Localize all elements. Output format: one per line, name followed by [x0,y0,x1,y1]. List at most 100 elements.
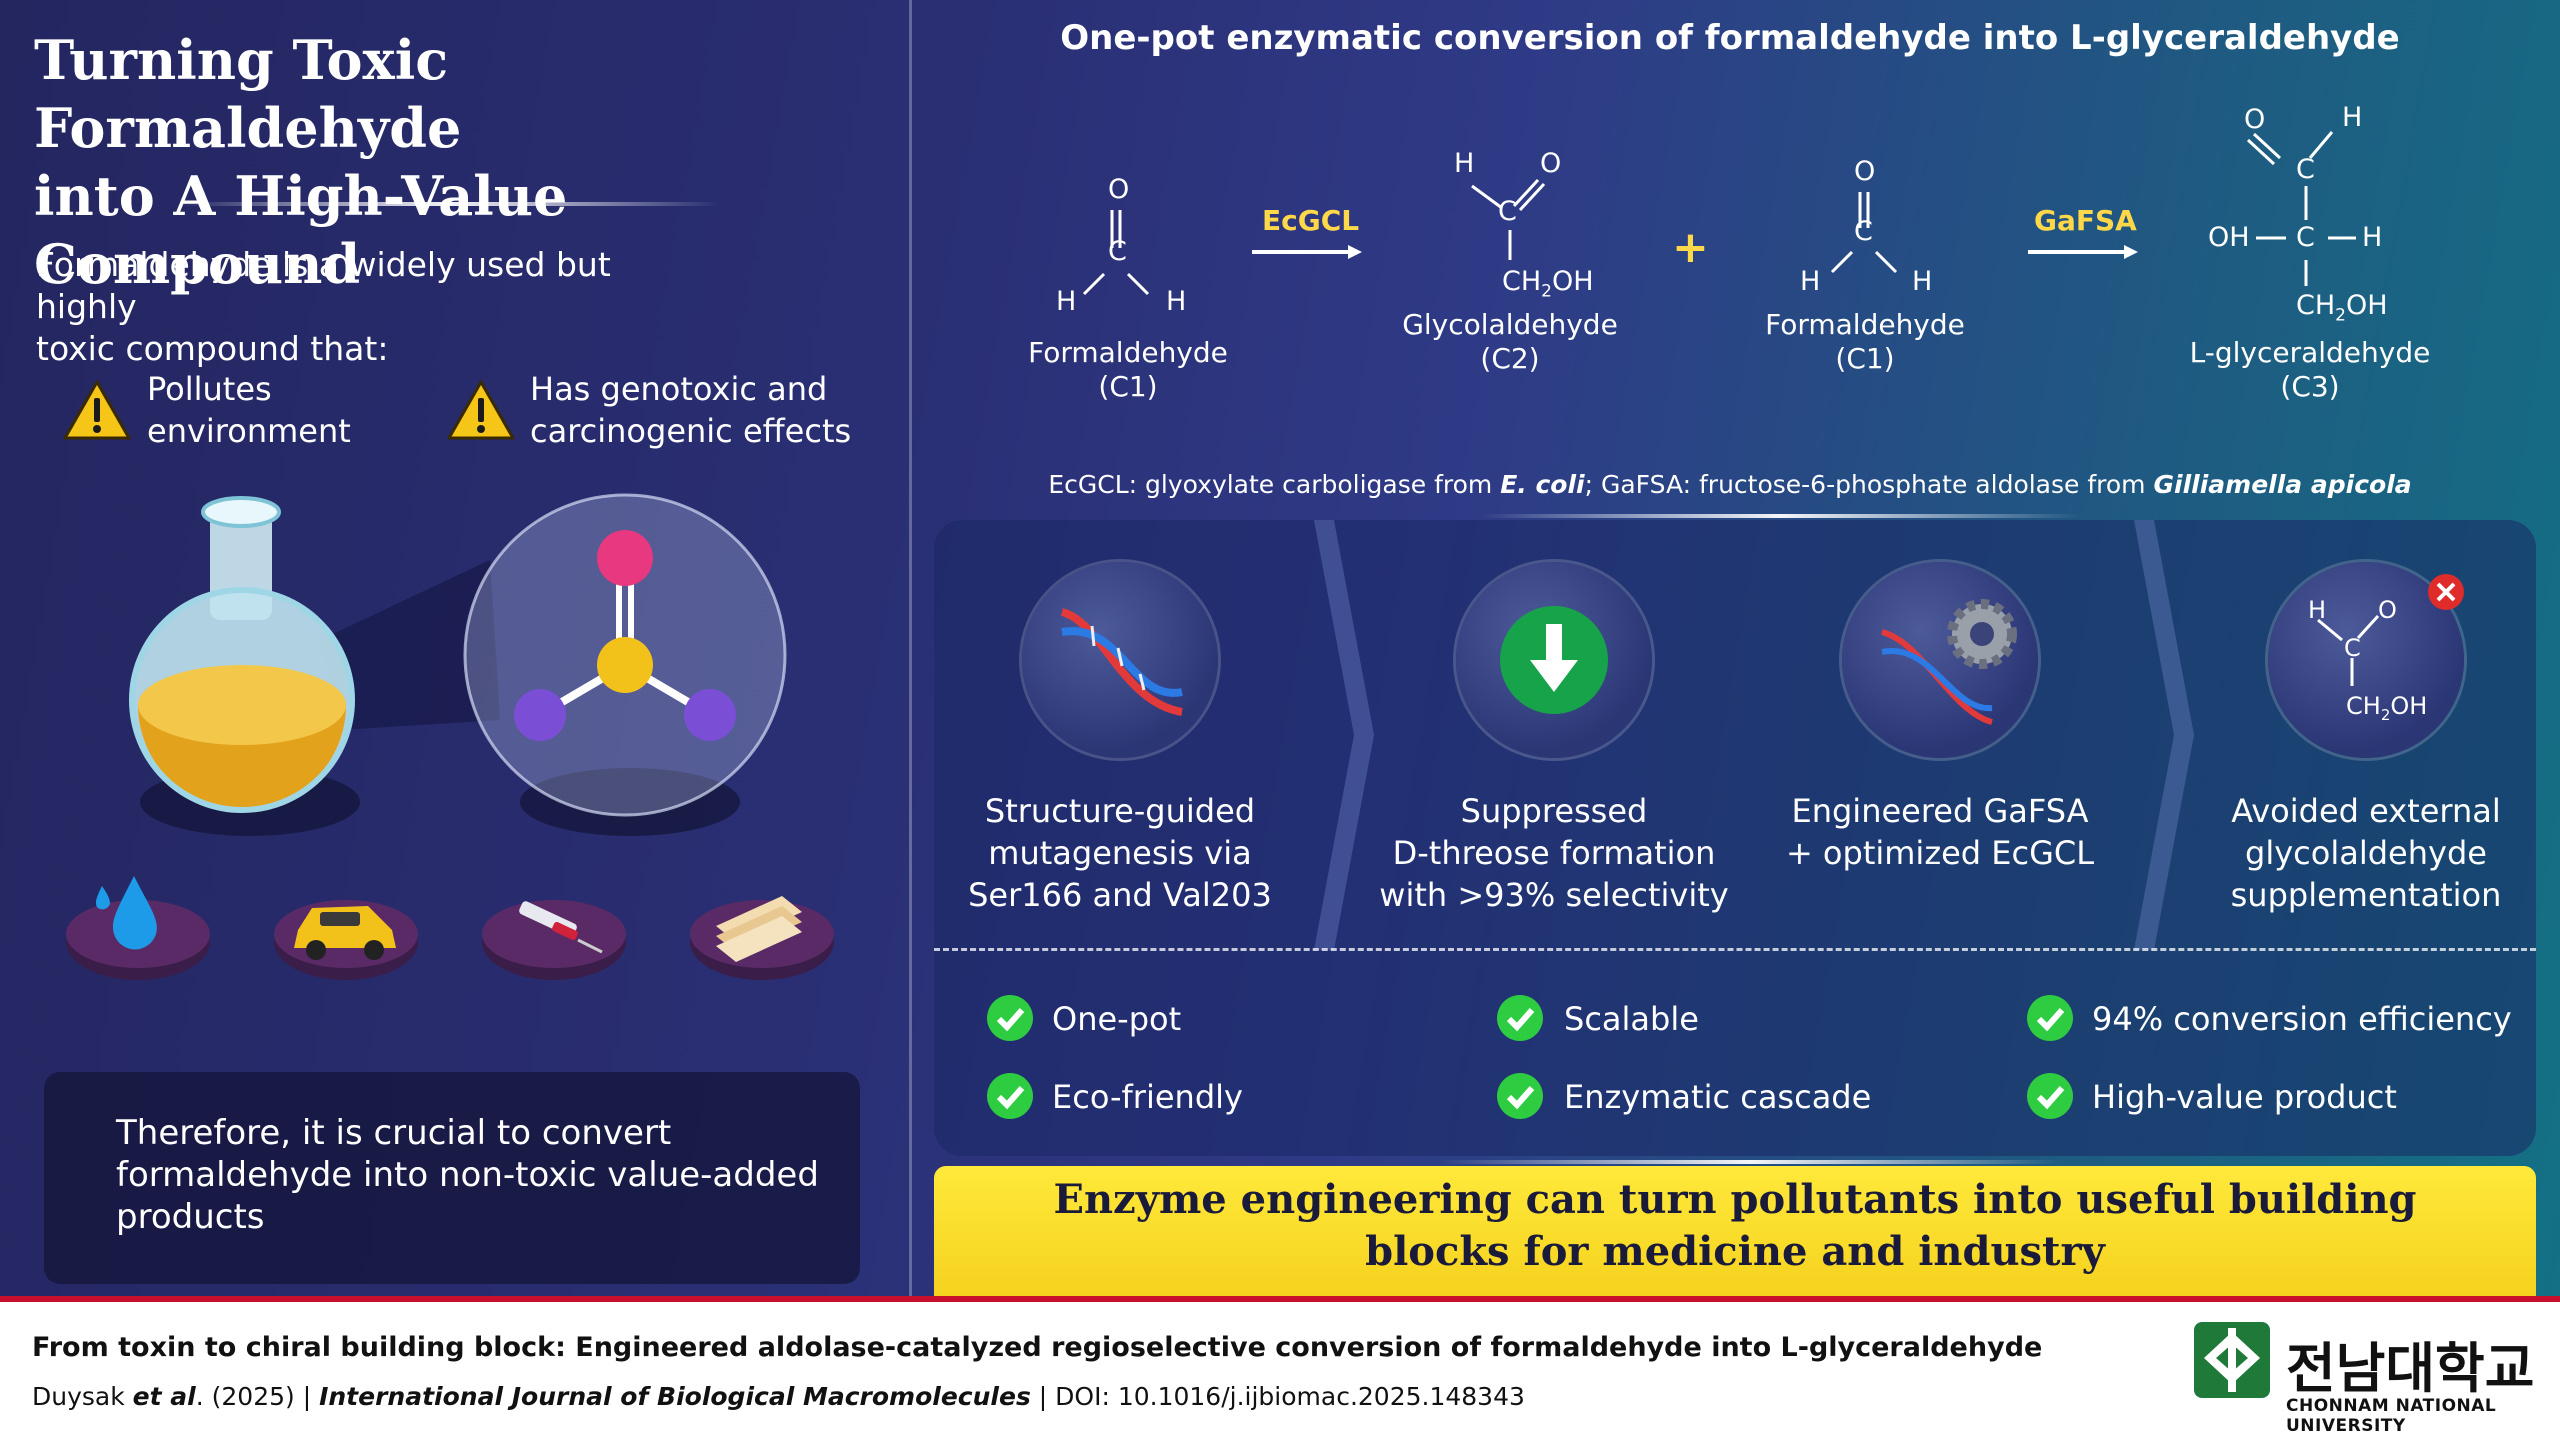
car-icon [274,900,418,980]
atom-c: C [2344,634,2361,662]
atom-h: H [1912,266,1933,297]
down-arrow-icon [1456,562,1652,758]
atom-h: H [1056,286,1077,317]
atom-c: C [1498,196,1517,227]
banner-line: blocks for medicine and industry [1365,1228,2105,1275]
compound-formaldehyde-2: Formaldehyde (C1) [1740,308,1990,376]
glyceraldehyde-bonds [2246,131,2356,286]
conclusion-line: Therefore, it is crucial to convert [116,1113,672,1153]
plus-sign: + [1672,222,1709,273]
warning-pollutes: Pollutes environment [147,368,351,452]
step-line: with >93% selectivity [1379,876,1729,914]
step-line: glycolaldehyde [2245,834,2487,872]
footnote-species: Gilliamella apicola [2153,470,2412,499]
atom-h: H [1166,286,1187,317]
conclusion-line: products [116,1197,265,1237]
citation-doi: | DOI: 10.1016/j.ijbiomac.2025.148343 [1030,1382,1525,1411]
syringe-icon [482,900,626,980]
citation-journal: International Journal of Biological Macr… [319,1382,1031,1411]
step-line: Structure-guided [984,792,1256,830]
water-drop-icon [66,876,210,980]
compound-code: (C1) [1835,342,1895,375]
step-line: Avoided external [2231,792,2501,830]
compound-name: L-glyceraldehyde [2189,336,2431,369]
banner-glow-line [1440,1160,2060,1164]
subscript-2: 2 [1541,281,1552,302]
compound-formaldehyde-1: Formaldehyde (C1) [1000,336,1256,404]
step-mutagenesis: Structure-guided mutagenesis via Ser166 … [940,790,1300,916]
atom-oh: OH [2345,290,2388,321]
step-line: Ser166 and Val203 [968,876,1272,914]
step-suppressed: Suppressed D-threose formation with >93%… [1374,790,1734,916]
check-icon [2027,1073,2073,1119]
subscript-2: 2 [2380,705,2391,724]
arrow-icon [1252,245,1362,259]
check-icon [1497,1073,1543,1119]
compound-code: (C3) [2280,370,2340,403]
formaldehyde-bonds [1082,210,1150,296]
strategy-panel: H O C CH2OH Structure-guided mutagenesis… [934,520,2536,1156]
enzyme-gafsa-label: GaFSA [2034,204,2137,237]
title-line-1: Turning Toxic Formaldehyde [34,28,462,160]
atom-ch: CH [2296,290,2336,321]
atom-h: H [1454,148,1475,179]
check-icon [987,1073,1033,1119]
benefit-scalable: Scalable [1564,1000,1699,1038]
glycolaldehyde-crossed-icon: H O C CH2OH [2268,562,2464,758]
step-line: supplementation [2230,876,2502,914]
warning-genotoxic: Has genotoxic and carcinogenic effects [530,368,851,452]
atom-oh: OH [2390,692,2428,720]
step-line: D-threose formation [1392,834,1716,872]
check-icon [2027,995,2073,1041]
right-title: One-pot enzymatic conversion of formalde… [1060,18,2400,58]
university-logo-icon [2194,1322,2270,1398]
enzyme-footnote: EcGCL: glyoxylate carboligase from E. co… [940,470,2520,499]
intro-line-1: Formaldehyde is a widely used but highly [36,245,611,326]
atom-o: O [2378,596,2397,624]
warning-line: carcinogenic effects [530,412,852,450]
glycolaldehyde-bonds [1471,178,1546,260]
dna-gear-icon [1842,562,2038,758]
section-divider [909,0,912,1296]
atom-o: O [1108,174,1130,205]
ch2oh-group: CH2OH [1502,266,1594,301]
ch2oh-group: CH2OH [2346,692,2427,724]
step-line: mutagenesis via [988,834,1252,872]
compound-code: (C2) [1480,342,1540,375]
citation: Duysak et al. (2025) | International Jou… [32,1382,1525,1411]
benefit-conversion-efficiency: 94% conversion efficiency [2092,1000,2512,1038]
banner-line: Enzyme engineering can turn pollutants i… [1053,1176,2417,1223]
step-engineered: Engineered GaFSA + optimized EcGCL [1760,790,2120,874]
conclusion-line: formaldehyde into non-toxic value-added [116,1155,819,1195]
check-icon [987,995,1033,1041]
atom-o: O [1854,156,1876,187]
atom-o: O [1540,148,1562,179]
university-logo-english: CHONNAM NATIONAL UNIVERSITY [2286,1396,2497,1436]
footnote-species: E. coli [1500,470,1585,499]
footnote-part: EcGCL: glyoxylate carboligase from [1048,470,1501,499]
benefit-one-pot: One-pot [1052,1000,1182,1038]
conclusion-text: Therefore, it is crucial to convert form… [116,1112,836,1238]
compound-l-glyceraldehyde: L-glyceraldehyde (C3) [2180,336,2440,404]
title-glow-line [180,202,720,206]
atom-c: C [2296,154,2315,185]
footnote-part: ; GaFSA: fructose-6-phosphate aldolase f… [1584,470,2154,499]
dna-icon [1022,562,1218,758]
compound-name: Glycolaldehyde [1402,308,1618,341]
benefit-eco-friendly: Eco-friendly [1052,1078,1243,1116]
wood-boards-icon [690,896,834,980]
dashed-separator [934,948,2536,951]
enzyme-ecgcl-label: EcGCL [1262,204,1360,237]
key-message-banner: Enzyme engineering can turn pollutants i… [934,1166,2536,1296]
intro-line-2: toxic compound that: [36,329,389,368]
university-logo-korean: 전남대학교 [2286,1337,2535,1400]
formaldehyde-bonds [1830,192,1898,274]
atom-ch: CH [2346,692,2381,720]
atom-oh: OH [1551,266,1594,297]
warning-line: Pollutes [147,370,272,408]
step-line: Engineered GaFSA [1791,792,2089,830]
citation-etal: et al [132,1382,196,1411]
conclusion-box: Therefore, it is crucial to convert form… [44,1072,860,1284]
atom-oh: OH [2208,222,2250,253]
paper-title: From toxin to chiral building block: Eng… [32,1332,2043,1363]
